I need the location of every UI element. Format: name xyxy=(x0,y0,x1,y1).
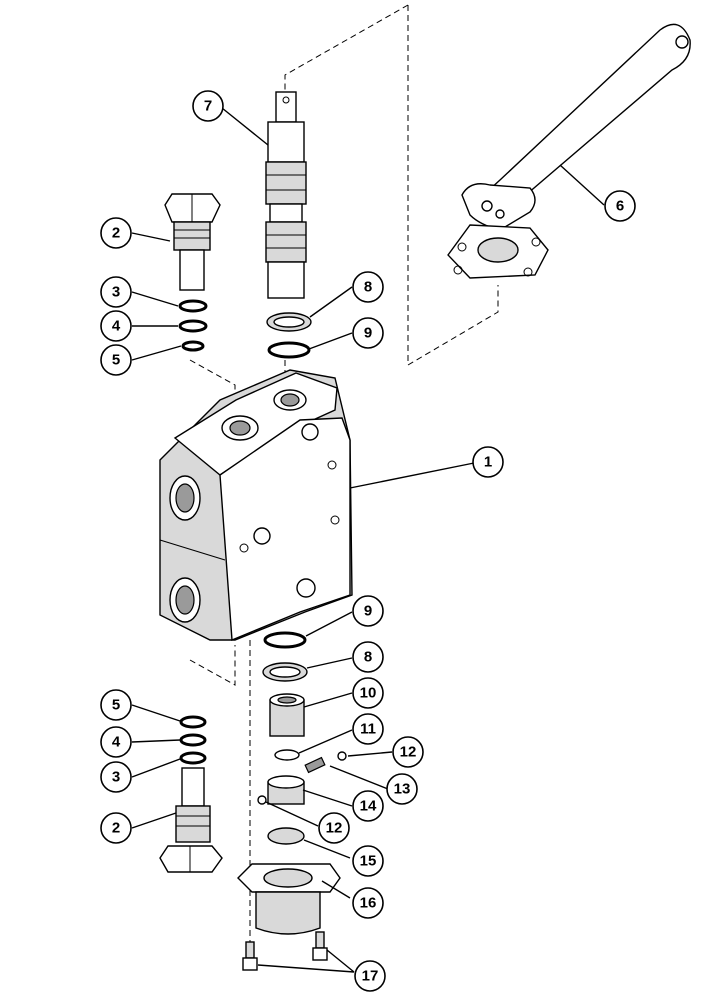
callout-4-upper: 4 xyxy=(100,310,132,342)
callout-8-upper-label: 8 xyxy=(364,279,372,296)
callout-7-label: 7 xyxy=(204,98,212,115)
callout-9-lower: 9 xyxy=(352,595,384,627)
callout-8-upper: 8 xyxy=(352,271,384,303)
callout-2-upper: 2 xyxy=(100,217,132,249)
callout-13: 13 xyxy=(386,773,418,805)
callout-12-upper: 12 xyxy=(392,736,424,768)
callout-2-upper-label: 2 xyxy=(112,225,120,242)
cap-screws xyxy=(242,931,328,971)
spool xyxy=(265,91,307,299)
callout-10-label: 10 xyxy=(360,685,377,702)
callout-9-upper-label: 9 xyxy=(364,325,372,342)
leader-lines xyxy=(131,107,605,973)
callout-3-lower-label: 3 xyxy=(112,769,120,786)
callout-12-lower-label: 12 xyxy=(326,820,343,837)
end-cap xyxy=(237,863,341,935)
callout-4-upper-label: 4 xyxy=(112,318,121,335)
callout-17-label: 17 xyxy=(362,968,379,985)
valve-body xyxy=(159,369,353,642)
callout-3-lower: 3 xyxy=(100,761,132,793)
callout-15: 15 xyxy=(352,845,384,877)
callout-1: 1 xyxy=(472,446,504,478)
upper-washer-and-oring xyxy=(266,312,312,359)
callout-9-lower-label: 9 xyxy=(364,603,372,620)
callout-14: 14 xyxy=(352,790,384,822)
callout-8-lower: 8 xyxy=(352,641,384,673)
callout-4-lower-label: 4 xyxy=(112,734,121,751)
callout-14-label: 14 xyxy=(360,798,377,815)
callout-2-lower: 2 xyxy=(100,812,132,844)
callout-10: 10 xyxy=(352,677,384,709)
callout-5-upper: 5 xyxy=(100,344,132,376)
lever-arm-assembly xyxy=(447,23,691,279)
spring-cap-components xyxy=(257,693,347,845)
callout-16-label: 16 xyxy=(360,895,377,912)
callout-5-lower-label: 5 xyxy=(112,697,120,714)
callout-8-lower-label: 8 xyxy=(364,649,372,666)
callout-12-upper-label: 12 xyxy=(400,744,417,761)
callout-16: 16 xyxy=(352,887,384,919)
callout-9-upper: 9 xyxy=(352,317,384,349)
callout-13-label: 13 xyxy=(394,781,411,798)
upper-plug-assembly xyxy=(164,193,221,352)
callout-3-upper: 3 xyxy=(100,276,132,308)
callout-3-upper-label: 3 xyxy=(112,284,120,301)
callout-5-lower: 5 xyxy=(100,689,132,721)
callout-17: 17 xyxy=(354,960,386,992)
callout-2-lower-label: 2 xyxy=(112,820,120,837)
callout-7: 7 xyxy=(192,90,224,122)
callout-1-label: 1 xyxy=(484,454,492,471)
callout-11: 11 xyxy=(352,713,384,745)
callout-4-lower: 4 xyxy=(100,726,132,758)
lower-plug-assembly xyxy=(159,715,223,873)
callout-15-label: 15 xyxy=(360,853,377,870)
callout-6: 6 xyxy=(604,190,636,222)
callout-6-label: 6 xyxy=(616,198,624,215)
lower-washer-and-oring xyxy=(262,631,308,682)
callout-5-upper-label: 5 xyxy=(112,352,120,369)
callouts: 1 2 2 3 3 4 4 5 5 6 7 8 8 9 9 10 11 12 1… xyxy=(100,90,636,992)
callout-12-lower: 12 xyxy=(318,812,350,844)
callout-11-label: 11 xyxy=(360,721,376,738)
